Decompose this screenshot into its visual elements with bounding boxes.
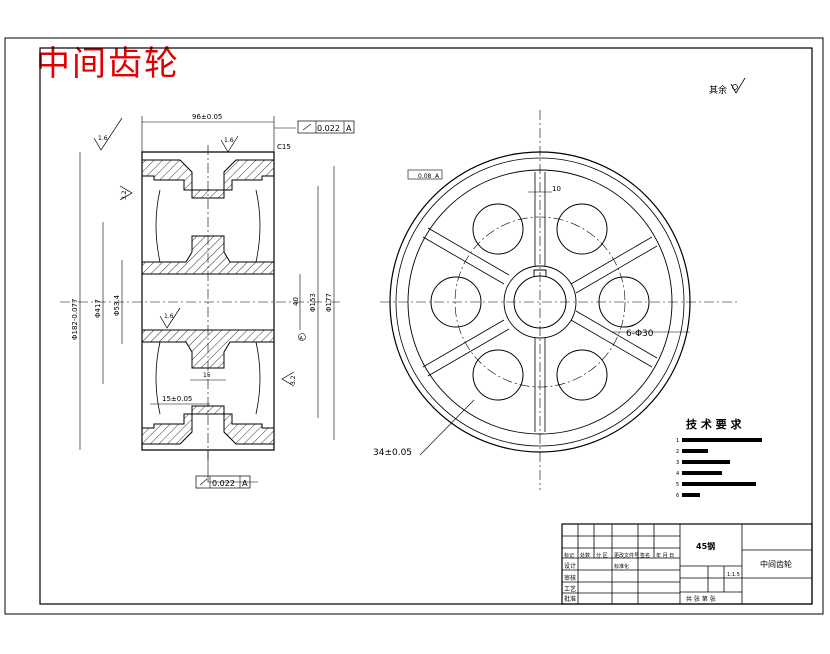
- svg-text:设计: 设计: [564, 562, 576, 570]
- svg-text:处数: 处数: [580, 552, 590, 559]
- material: 45钢: [696, 541, 715, 551]
- svg-text:审核: 审核: [564, 574, 576, 582]
- tol-bottom: 0.022: [212, 479, 235, 488]
- svg-text:1.6: 1.6: [98, 135, 108, 142]
- tol-right: 0.08: [418, 173, 432, 180]
- section-view-labels: 96±0.05 C15 0.022 A 1.6 1.6 1.6 3.2 3.2 …: [71, 113, 355, 489]
- svg-text:3.2: 3.2: [121, 190, 128, 200]
- title-block-text: 标记 处数 分 区 更改文件号 签名 年 月 日 设计 标准化 审核 工艺 批准…: [564, 541, 792, 603]
- part-name: 中间齿轮: [760, 559, 792, 569]
- tech-req-heading: 技 术 要 求: [686, 417, 742, 431]
- drawing-title: 中间齿轮: [36, 44, 180, 84]
- svg-text:分 区: 分 区: [596, 552, 608, 559]
- technical-requirements: 技 术 要 求 1 2 3 4 5 6: [676, 417, 762, 499]
- scale: 1:1.5: [727, 572, 740, 578]
- svg-text:5: 5: [676, 482, 679, 488]
- dim-width-top: 96±0.05: [192, 113, 222, 121]
- dim-177: Φ177: [325, 293, 333, 312]
- tol-top-ref: A: [346, 124, 352, 133]
- svg-text:批准: 批准: [564, 595, 576, 603]
- svg-text:2: 2: [676, 449, 679, 455]
- svg-text:签名: 签名: [640, 552, 650, 559]
- svg-text:年 月 日: 年 月 日: [656, 552, 674, 559]
- dim-534: Φ53.4: [113, 294, 121, 316]
- dim-417: Φ417: [94, 299, 102, 318]
- inner-border: [39, 47, 813, 605]
- tol-top: 0.022: [317, 124, 340, 133]
- dim-holes: 6-Φ30: [626, 329, 654, 339]
- dim-web-15: 15: [203, 372, 211, 379]
- tol-right-ref: A: [435, 173, 440, 180]
- dim-outer: Φ182-0.077: [71, 299, 79, 340]
- dim-hub-15: 15±0.05: [162, 395, 192, 403]
- svg-text:1.6: 1.6: [164, 313, 174, 320]
- svg-text:工艺: 工艺: [564, 585, 576, 593]
- svg-text:更改文件号: 更改文件号: [614, 552, 639, 559]
- svg-text:6: 6: [676, 493, 679, 499]
- title-block: [561, 523, 813, 605]
- front-view-labels: 0.08 A 10 6-Φ30 34±0.05: [373, 169, 654, 458]
- dim-r34: 34±0.05: [373, 448, 412, 458]
- svg-text:3.2: 3.2: [290, 375, 297, 385]
- svg-text:其余: 其余: [709, 84, 727, 96]
- svg-text:1.6: 1.6: [224, 137, 234, 144]
- section-view: [60, 116, 340, 483]
- dim-40: 40: [292, 297, 300, 306]
- general-roughness: 其余: [709, 77, 746, 96]
- svg-text:标准化: 标准化: [614, 563, 629, 570]
- dim-key-10: 10: [552, 185, 561, 193]
- svg-text:1: 1: [676, 438, 679, 444]
- sheets: 共 张 第 张: [686, 595, 716, 603]
- tol-bottom-ref: A: [242, 479, 248, 488]
- dim-chamfer: C15: [277, 143, 291, 151]
- svg-text:3: 3: [676, 460, 679, 466]
- outer-border: [4, 37, 824, 615]
- svg-text:4: 4: [676, 471, 679, 477]
- svg-text:标记: 标记: [564, 552, 574, 559]
- datum-a: A: [300, 336, 304, 342]
- front-view: [380, 110, 740, 490]
- dim-153: Φ153: [309, 293, 317, 312]
